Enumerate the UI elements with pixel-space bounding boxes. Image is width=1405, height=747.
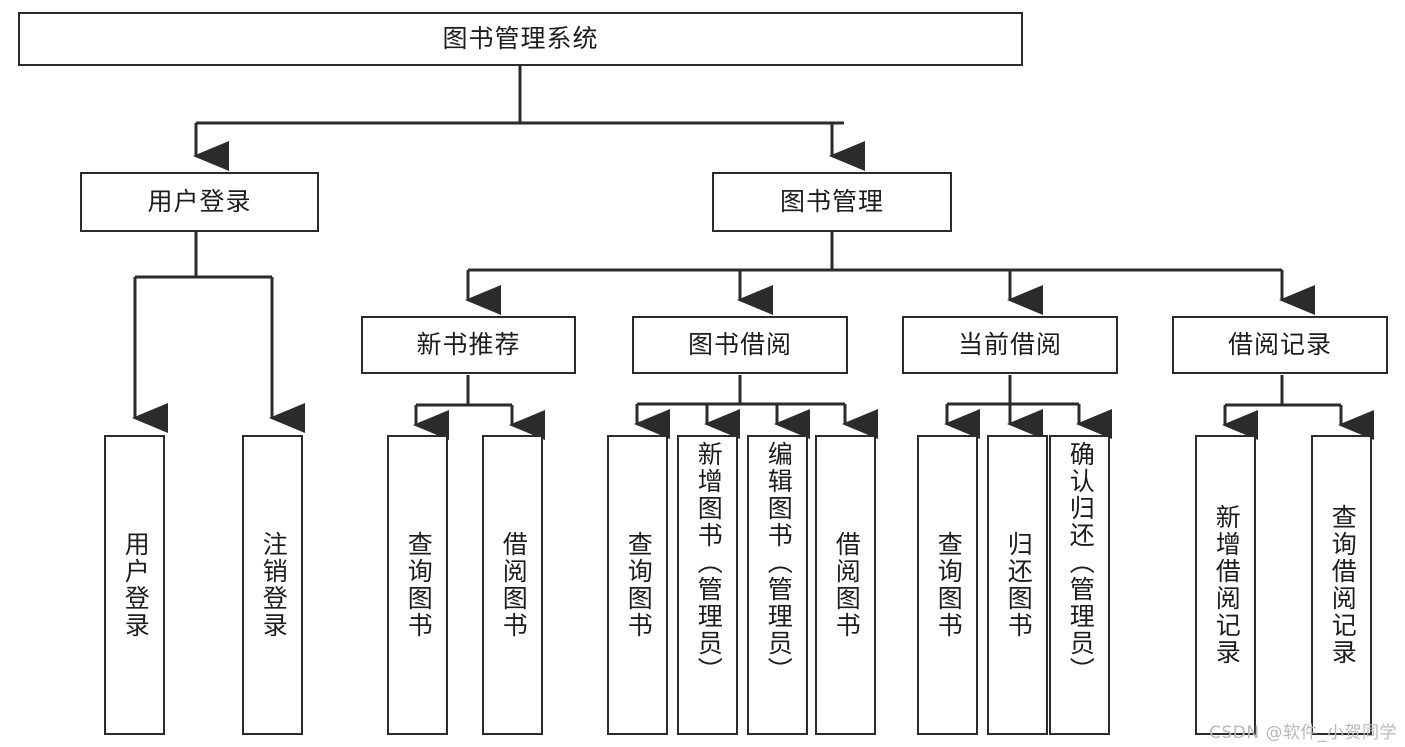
leaf-user-logout[interactable]: 注销登录: [242, 435, 303, 735]
node-root-system[interactable]: 图书管理系统: [18, 12, 1023, 66]
node-current-borrow[interactable]: 当前借阅: [902, 316, 1118, 374]
node-label: 图书管理系统: [442, 23, 599, 53]
node-book-management[interactable]: 图书管理: [712, 172, 952, 232]
node-new-book-recommend[interactable]: 新书推荐: [361, 316, 576, 374]
node-user-login[interactable]: 用户登录: [80, 172, 319, 232]
node-label: 查询借阅记录: [1328, 504, 1358, 666]
node-label: 编辑图书（管理员）: [764, 441, 794, 684]
node-borrow-record[interactable]: 借阅记录: [1172, 316, 1388, 374]
leaf-query-borrow-record[interactable]: 查询借阅记录: [1311, 435, 1372, 735]
leaf-edit-book-admin[interactable]: 编辑图书（管理员）: [747, 435, 808, 735]
node-label: 图书借阅: [687, 329, 792, 359]
watermark-text: CSDN @软件_小贺同学: [1209, 723, 1397, 743]
node-label: 确认归还（管理员）: [1066, 441, 1096, 684]
node-label: 新书推荐: [416, 329, 521, 359]
node-label: 归还图书: [1004, 531, 1034, 639]
node-label: 借阅图书: [499, 531, 529, 639]
node-label: 新增图书（管理员）: [694, 441, 724, 684]
node-label: 查询图书: [404, 531, 434, 639]
node-label: 新增借阅记录: [1212, 504, 1242, 666]
node-label: 查询图书: [624, 531, 654, 639]
leaf-borrow-book-recommend[interactable]: 借阅图书: [482, 435, 543, 735]
leaf-return-book[interactable]: 归还图书: [987, 435, 1048, 735]
node-label: 借阅图书: [832, 531, 862, 639]
leaf-user-login[interactable]: 用户登录: [104, 435, 165, 735]
node-label: 用户登录: [147, 186, 252, 216]
node-label: 当前借阅: [957, 329, 1062, 359]
node-label: 注销登录: [259, 531, 289, 639]
node-label: 图书管理: [779, 186, 884, 216]
leaf-borrow-book[interactable]: 借阅图书: [815, 435, 876, 735]
node-book-borrow[interactable]: 图书借阅: [632, 316, 848, 374]
leaf-confirm-return-admin[interactable]: 确认归还（管理员）: [1049, 435, 1110, 735]
node-label: 查询图书: [934, 531, 964, 639]
node-label: 用户登录: [121, 531, 151, 639]
leaf-add-book-admin[interactable]: 新增图书（管理员）: [677, 435, 738, 735]
node-label: 借阅记录: [1227, 329, 1332, 359]
leaf-query-book-current[interactable]: 查询图书: [917, 435, 978, 735]
leaf-add-borrow-record[interactable]: 新增借阅记录: [1195, 435, 1256, 735]
leaf-query-book-recommend[interactable]: 查询图书: [387, 435, 448, 735]
leaf-query-book-borrow[interactable]: 查询图书: [607, 435, 668, 735]
